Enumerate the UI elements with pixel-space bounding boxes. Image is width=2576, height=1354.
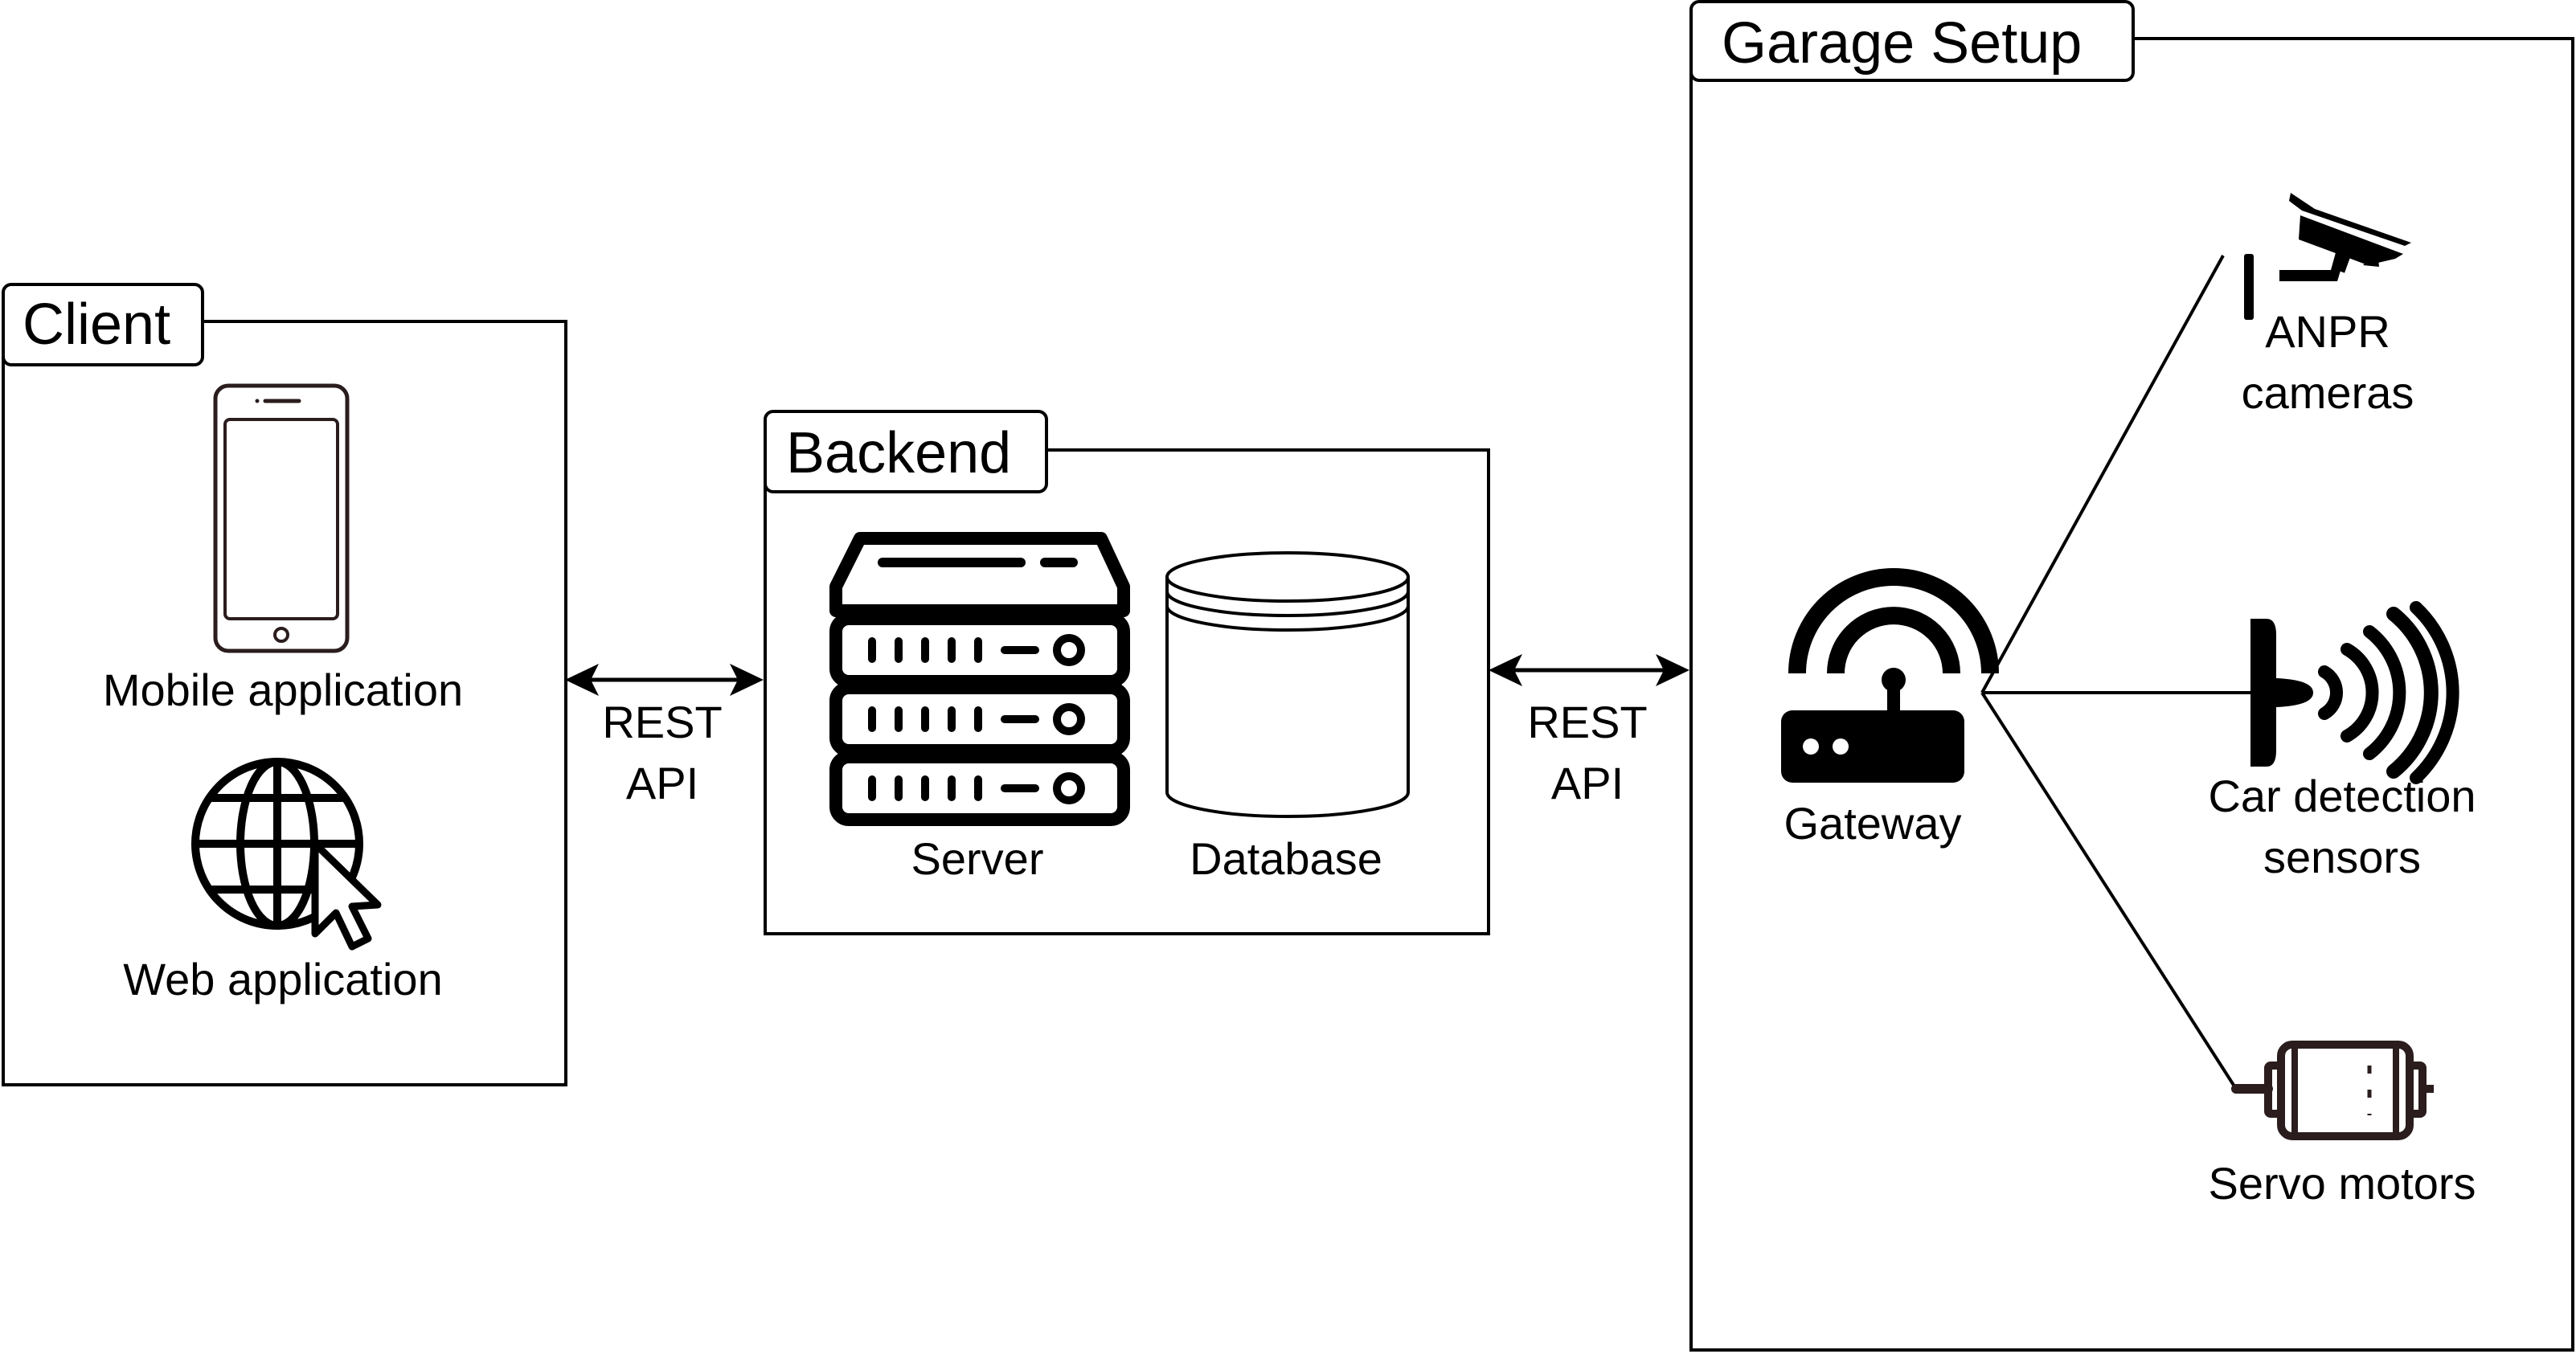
server-label: Server <box>911 833 1044 884</box>
anpr-label-line1: ANPR <box>2265 306 2390 357</box>
anpr-label-line2: cameras <box>2242 367 2414 418</box>
database-cylinder-icon <box>1165 551 1410 818</box>
client-tab <box>2 283 204 366</box>
sensors-label-line2: sensors <box>2263 832 2421 882</box>
client-group: Client Mobile application Web applicatio… <box>2 283 567 1086</box>
backend-group: Backend Server <box>764 410 1490 935</box>
backend-title: Backend <box>786 421 1011 485</box>
client-backend-label-line2: API <box>626 758 698 808</box>
gateway-to-servo-line <box>1980 691 2238 1090</box>
sensors-label-line1: Car detection <box>2208 771 2476 821</box>
gateway-connections <box>1980 255 2252 1090</box>
gateway-label: Gateway <box>1784 798 1962 849</box>
cctv-camera-icon <box>2244 193 2411 320</box>
server-rack-icon <box>829 532 1130 820</box>
garage-title: Garage Setup <box>1722 11 2082 76</box>
web-app-label: Web application <box>123 954 442 1004</box>
servo-label: Servo motors <box>2209 1158 2476 1209</box>
backend-garage-label-line2: API <box>1551 758 1624 808</box>
backend-frame <box>764 448 1490 935</box>
garage-tab <box>1689 0 2135 82</box>
garage-group: Garage Setup Gateway ANPR ca <box>1689 0 2574 1352</box>
backend-tab <box>764 410 1048 493</box>
mobile-app-label: Mobile application <box>103 665 463 715</box>
client-backend-label-line1: REST <box>602 697 722 747</box>
wifi-router-icon <box>1781 568 1999 783</box>
gateway-to-anpr-line <box>1980 255 2225 693</box>
proximity-sensor-icon <box>2250 601 2459 784</box>
globe-cursor-icon <box>191 758 382 951</box>
client-backend-link: REST API <box>565 664 764 808</box>
backend-garage-label-line1: REST <box>1527 697 1647 747</box>
client-title: Client <box>23 292 170 357</box>
backend-garage-link: REST API <box>1489 654 1689 808</box>
client-frame <box>2 320 567 1086</box>
servo-motor-icon <box>2231 1041 2434 1140</box>
smartphone-icon <box>213 383 350 653</box>
database-label: Database <box>1190 833 1382 884</box>
